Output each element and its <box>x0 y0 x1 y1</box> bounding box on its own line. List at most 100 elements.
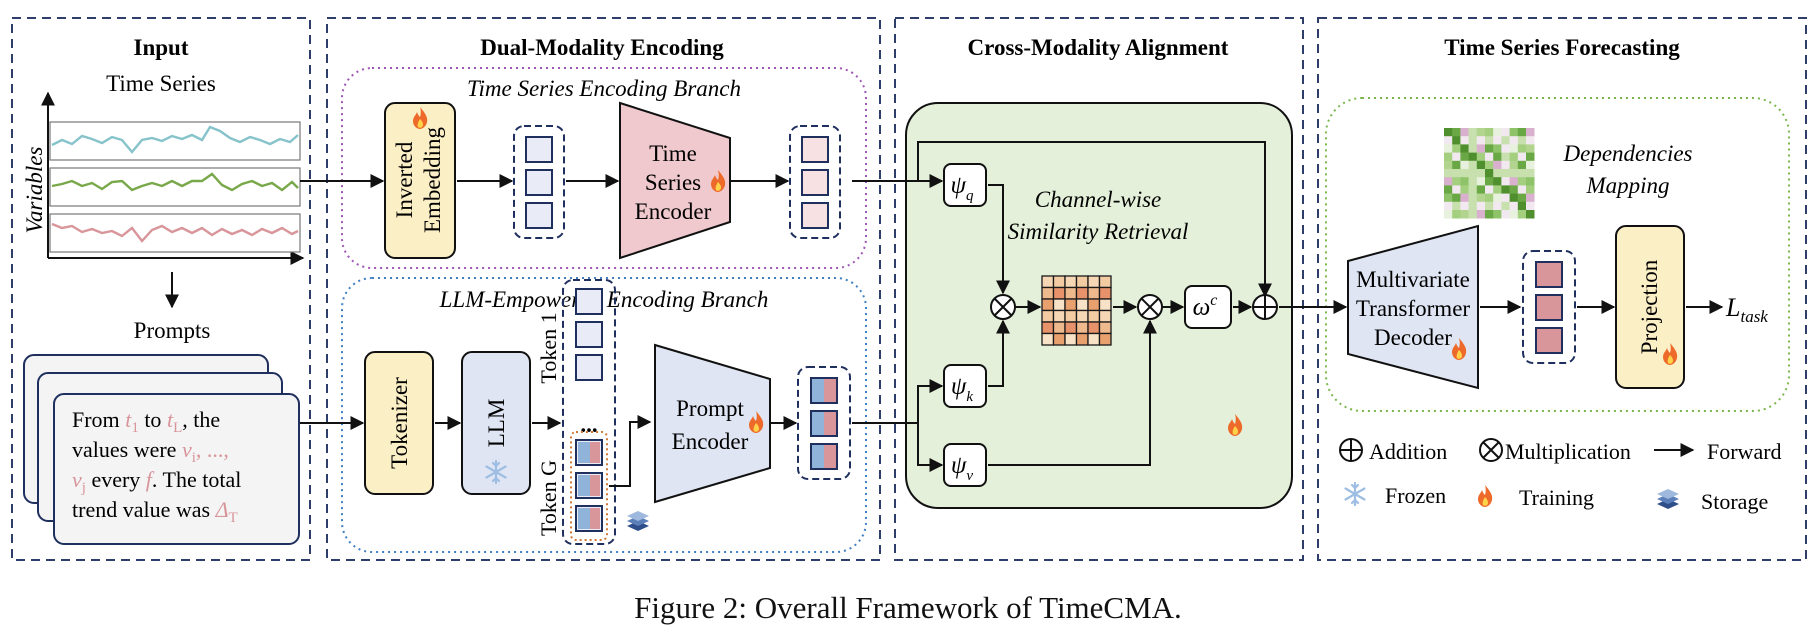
similarity-cell <box>1098 298 1112 312</box>
heatmap-cell <box>1526 144 1535 153</box>
heatmap-cell <box>1526 136 1535 145</box>
heatmap-cell <box>1526 185 1535 194</box>
prompt-output-tokens-group <box>797 366 851 480</box>
heatmap-cell <box>1526 169 1535 178</box>
decoder-block <box>1347 224 1479 390</box>
arrow-psi-q-to-mult <box>988 184 1010 295</box>
legend: Addition Multiplication Forward Frozen T… <box>1339 438 1782 514</box>
similarity-cell <box>1075 298 1089 312</box>
dependencies-label-2: Mapping <box>1585 173 1669 198</box>
heatmap-cell <box>1509 210 1519 219</box>
heatmap-cell <box>1493 193 1502 203</box>
embedding-label-1: Inverted <box>392 141 417 218</box>
heatmap-cell <box>1517 128 1527 137</box>
heatmap-cell <box>1444 136 1453 145</box>
prompt-text: From t1 to tL, the values were vi, ..., … <box>72 407 241 526</box>
heatmap-cell <box>1460 160 1469 170</box>
heatmap-cell <box>1460 128 1469 137</box>
encoding-panel: Dual-Modality Encoding Time Series Encod… <box>300 17 881 561</box>
similarity-cell <box>1098 286 1112 300</box>
omega-c-block <box>1184 285 1232 329</box>
series-line-green <box>51 172 299 192</box>
input-title: Input <box>134 35 189 60</box>
heatmap-cell <box>1444 185 1453 194</box>
heatmap-cell <box>1501 128 1510 137</box>
ts-branch-border <box>341 67 867 269</box>
ts-output-tokens-group <box>789 125 841 239</box>
similarity-matrix <box>1041 275 1112 346</box>
heatmap-cell <box>1509 193 1519 203</box>
forecasting-title: Time Series Forecasting <box>1444 35 1680 60</box>
similarity-cell <box>1087 332 1101 346</box>
heatmap-cell <box>1501 136 1510 145</box>
heatmap-cell <box>1501 201 1510 211</box>
similarity-cell <box>1052 298 1066 312</box>
legend-frozen-label: Frozen <box>1385 483 1446 508</box>
heatmap-cell <box>1509 136 1519 145</box>
encoding-panel-border <box>326 17 881 561</box>
input-panel: Input Time Series Variables Prompts From… <box>11 17 311 561</box>
multiply-node-1-cross <box>994 298 1012 316</box>
heatmap-cell <box>1476 160 1486 170</box>
ts-output-token <box>801 202 829 229</box>
heatmap-cell <box>1526 210 1535 219</box>
heatmap-cell <box>1476 201 1486 211</box>
similarity-cell <box>1098 275 1112 289</box>
prompts-label: Prompts <box>134 318 211 343</box>
heatmap-cell <box>1501 193 1510 203</box>
heatmap-cell <box>1517 201 1527 211</box>
llm-label: LLM <box>484 399 509 448</box>
similarity-cell <box>1041 298 1055 312</box>
arrow-last-token-to-prompt-encoder <box>609 415 652 487</box>
heatmap-cell <box>1444 128 1453 137</box>
decoder-label-3: Decoder <box>1374 325 1452 350</box>
ts-encoder-label-2: Series <box>645 170 701 195</box>
heatmap-cell <box>1517 193 1527 203</box>
heatmap-cell <box>1485 128 1494 137</box>
multiply-node-2-cross <box>1141 298 1159 316</box>
similarity-cell <box>1041 275 1055 289</box>
heatmap-cell <box>1526 152 1535 162</box>
heatmap-cell <box>1509 160 1519 170</box>
heatmap-cell <box>1476 177 1486 186</box>
heatmap-cell <box>1460 185 1469 194</box>
last-token-stripe <box>590 475 600 496</box>
psi-v-label: ψv <box>951 452 974 484</box>
psi-k-label: ψk <box>951 373 974 405</box>
heatmap-cell <box>1468 144 1478 153</box>
heatmap-cell <box>1452 152 1461 162</box>
heatmap-cell <box>1468 136 1478 145</box>
projection-label: Projection <box>1637 259 1662 354</box>
retrieval-label-1: Channel-wise <box>1035 187 1162 212</box>
decoder-output-group <box>1522 250 1576 364</box>
prompt-line-4: trend value was ΔT <box>72 497 238 526</box>
heatmap-cell <box>1476 144 1486 153</box>
psi-v-block <box>943 443 987 487</box>
heatmap-cell <box>1485 193 1494 203</box>
token-g-label: Token G <box>536 460 561 536</box>
forecasting-panel: Time Series Forecasting Dependencies Map… <box>1279 17 1807 561</box>
similarity-cell <box>1041 332 1055 346</box>
ts-embed-token <box>525 136 553 163</box>
dependency-heatmap <box>1444 128 1535 219</box>
heatmap-cell <box>1468 185 1478 194</box>
prompt-output-token-stripe <box>812 445 824 468</box>
heatmap-cell <box>1468 169 1478 178</box>
heatmap-cell <box>1460 177 1469 186</box>
heatmap-cell <box>1493 152 1502 162</box>
similarity-cell <box>1064 286 1078 300</box>
similarity-cell <box>1075 286 1089 300</box>
heatmap-cell <box>1452 169 1461 178</box>
prompt-output-token-stripe <box>812 412 824 435</box>
storage-stack-icon <box>627 511 649 531</box>
ts-output-token <box>801 136 829 163</box>
heatmap-cell <box>1501 160 1510 170</box>
llm-branch-title: LLM-Empowered Encoding Branch <box>439 287 769 312</box>
prompt-encoder-label-1: Prompt <box>676 396 744 421</box>
heatmap-cell <box>1485 201 1494 211</box>
similarity-cell <box>1087 309 1101 323</box>
series-line-red <box>51 222 299 243</box>
heatmap-cell <box>1517 210 1527 219</box>
token-1-label: Token 1 <box>536 312 561 383</box>
heatmap-cell <box>1526 201 1535 211</box>
